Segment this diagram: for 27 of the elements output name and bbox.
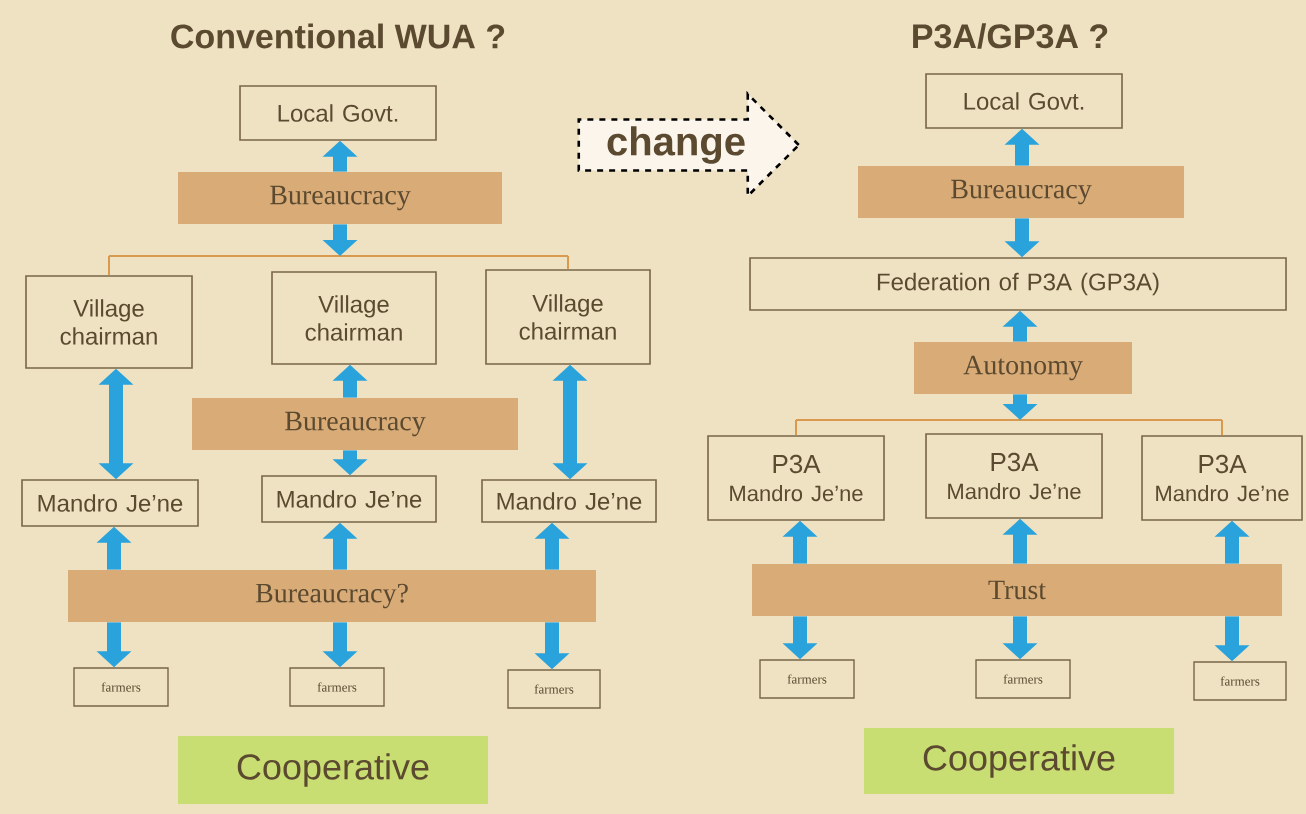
banner-band: Bureaucracy xyxy=(858,166,1184,218)
text-box: P3A Mandro Je’ne xyxy=(707,435,885,521)
text-box: P3A Mandro Je’ne xyxy=(925,433,1103,519)
text-box: Federation of P3A (GP3A) xyxy=(749,257,1287,311)
text-box: Village chairman xyxy=(271,271,437,365)
text-box: Mandro Je’ne xyxy=(481,479,657,523)
banner-band: Trust xyxy=(752,564,1282,616)
highlight-box: Cooperative xyxy=(178,736,488,804)
bracket-line xyxy=(796,419,1222,421)
text-box: Mandro Je’ne xyxy=(261,475,437,523)
text-box: Local Govt. xyxy=(925,73,1123,129)
bracket-line xyxy=(567,255,569,271)
text-box: Local Govt. xyxy=(239,85,437,141)
banner-band: Bureaucracy? xyxy=(68,570,596,622)
bracket-line xyxy=(108,255,110,277)
bracket-line xyxy=(1221,419,1223,437)
heading: Conventional WUA ? xyxy=(171,23,505,49)
text-box: P3A Mandro Je’ne xyxy=(1141,435,1303,521)
text-box: Mandro Je’ne xyxy=(21,479,199,527)
highlight-box: Cooperative xyxy=(864,728,1174,794)
bracket-line xyxy=(108,255,568,257)
bracket-line xyxy=(795,419,797,437)
banner-band: Bureaucracy xyxy=(178,172,502,224)
banner-band: Autonomy xyxy=(914,342,1132,394)
text-box: Village chairman xyxy=(25,275,193,369)
banner-band: Bureaucracy xyxy=(192,398,518,450)
text-box: Village chairman xyxy=(485,269,651,365)
